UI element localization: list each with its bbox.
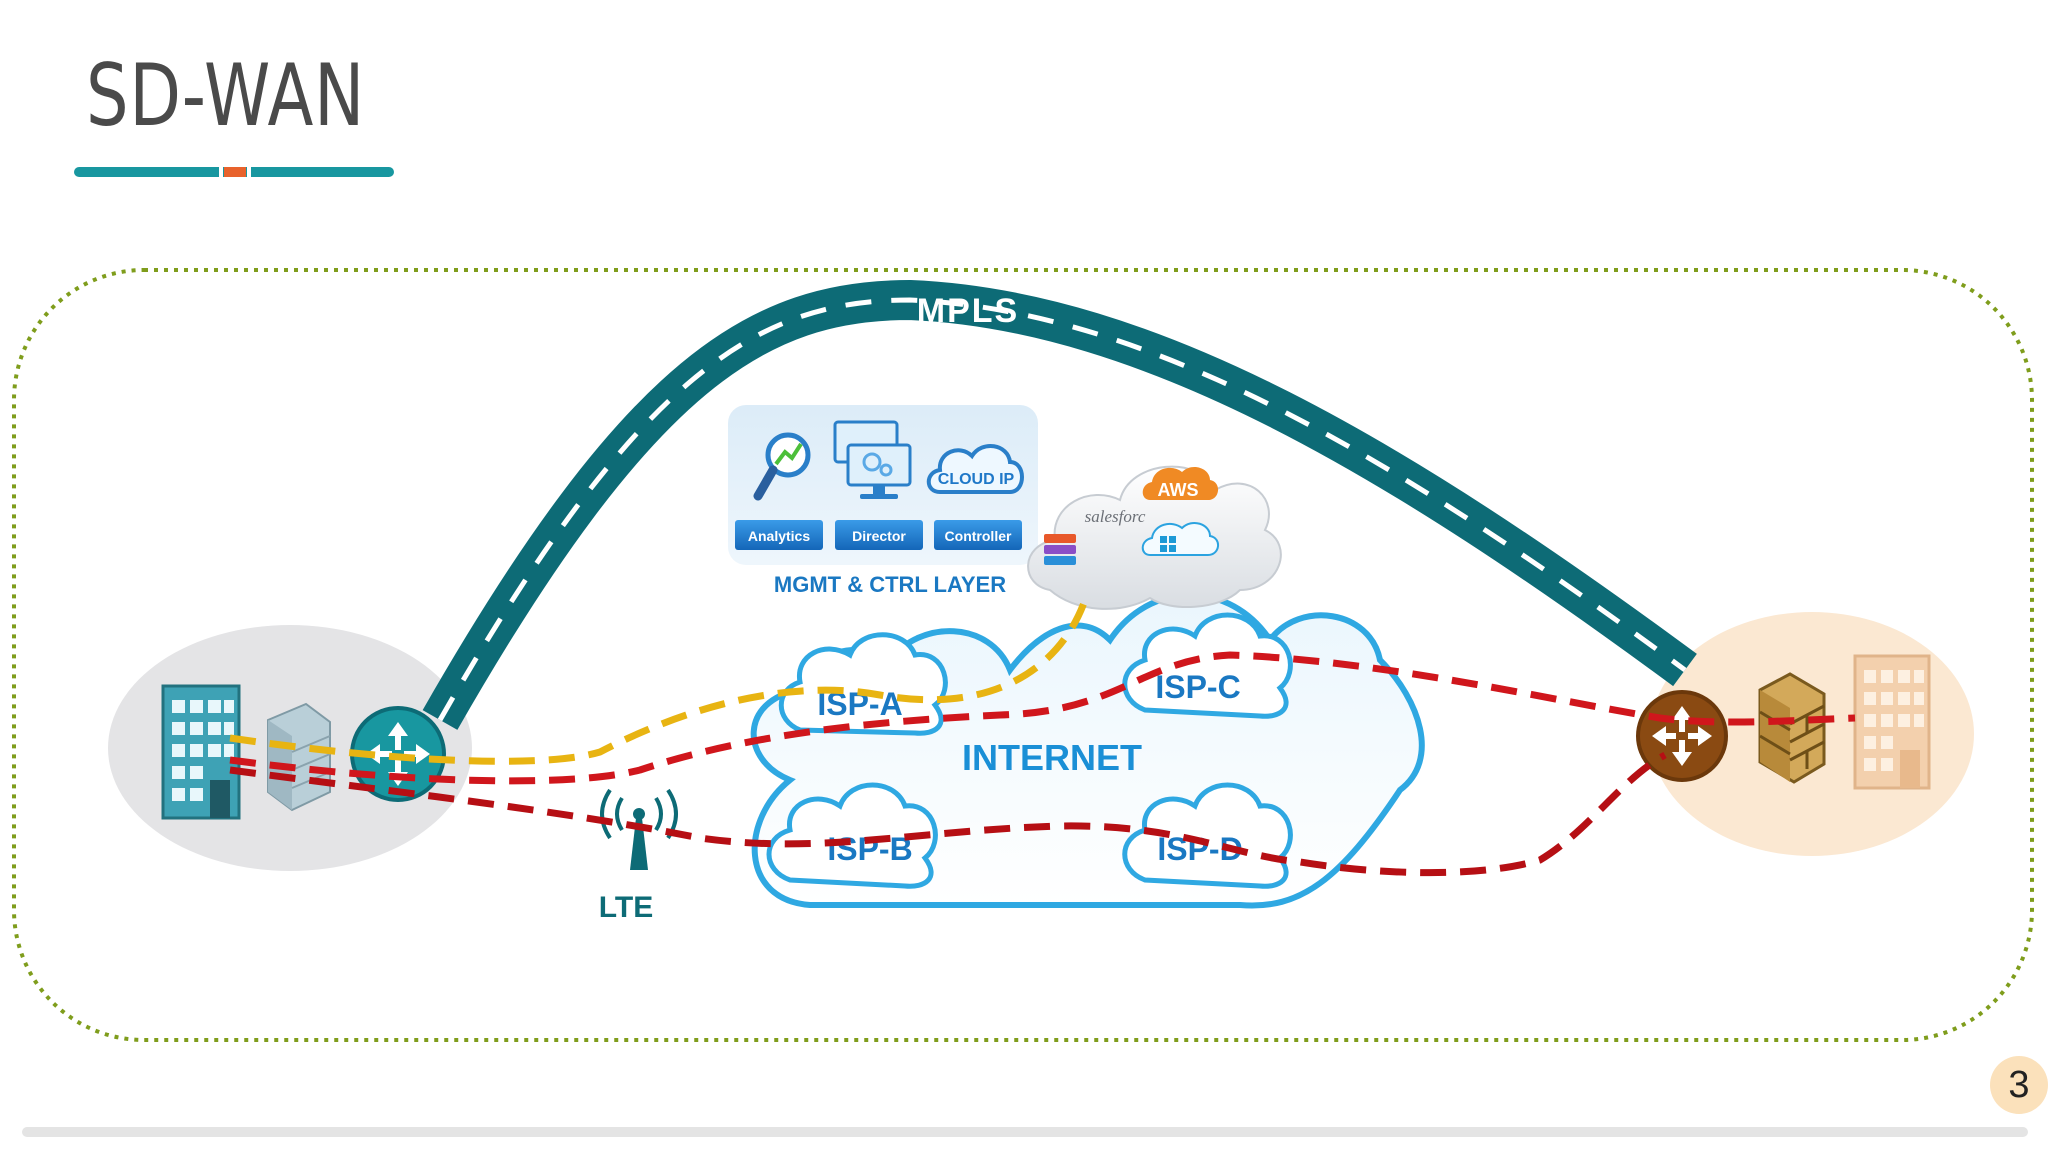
director-icon [833, 420, 912, 499]
director-button [835, 520, 923, 550]
aws-label: AWS [1157, 480, 1198, 500]
hq-firewall-icon [1758, 672, 1826, 784]
isp-b-label: ISP-B [827, 831, 912, 867]
hq-building-icon [1853, 654, 1931, 790]
internet-label: INTERNET [962, 737, 1142, 778]
hq-router-icon [1636, 690, 1728, 782]
aws-icon [1142, 466, 1219, 500]
branch-firewall-icon [267, 702, 331, 812]
director-label: Director [852, 528, 906, 544]
cloud-ip-label: CLOUD IP [938, 471, 1015, 488]
controller-button [934, 520, 1022, 550]
bottom-divider [22, 1127, 2028, 1137]
salesforce-label: salesforc [1085, 507, 1146, 526]
stack-icon [1044, 534, 1076, 565]
isp-c-cloud [1122, 612, 1293, 719]
internet-path-upper [229, 651, 1856, 785]
analytics-button [735, 520, 823, 550]
lte-path [229, 751, 1667, 877]
isp-a-cloud [778, 632, 948, 736]
mgmt-layer-label: MGMT & CTRL LAYER [774, 572, 1006, 597]
mpls-label: MPLS [917, 292, 1019, 330]
azure-icon [1141, 521, 1219, 556]
mpls-road-lane [437, 297, 1687, 722]
sdwan-boundary [12, 268, 2034, 1042]
saas-breakout-path [229, 598, 1089, 765]
isp-c-label: ISP-C [1155, 669, 1240, 705]
branch-building-icon [161, 684, 241, 820]
analytics-icon [753, 432, 811, 501]
title-underline [74, 167, 394, 177]
page-title: SD-WAN [86, 46, 366, 146]
page-number: 3 [2008, 1063, 2030, 1106]
cloud-ip-icon [926, 444, 1024, 494]
lte-label: LTE [599, 891, 653, 924]
controller-label: Controller [945, 528, 1012, 544]
isp-b-cloud [766, 782, 938, 889]
analytics-label: Analytics [748, 528, 810, 544]
page-number-badge: 3 [1990, 1056, 2048, 1114]
